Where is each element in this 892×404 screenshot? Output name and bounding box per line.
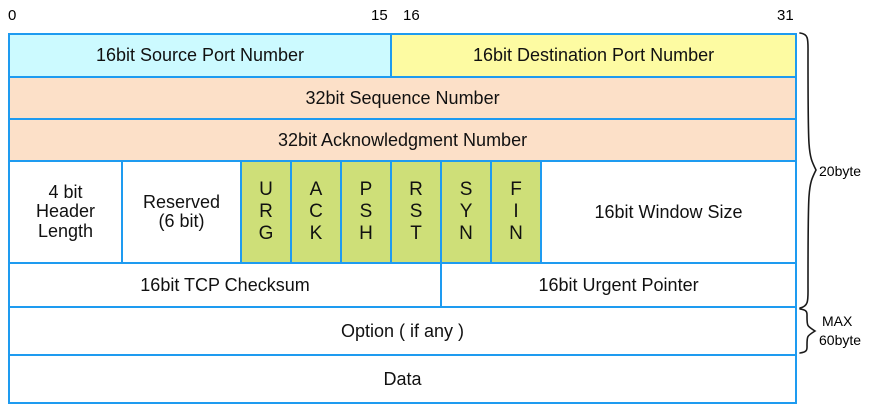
flag-fin-letter-3: N [509,222,523,244]
field-header-length: 4 bit Header Length [8,160,123,264]
row-checksum: 16bit TCP Checksum 16bit Urgent Pointer [7,262,798,308]
flag-fin: F I N [490,160,543,264]
brace-20byte-icon [799,32,817,309]
flag-rst-letter-3: T [410,222,422,244]
flag-psh: P S H [339,160,393,264]
field-source-port: 16bit Source Port Number [7,33,393,78]
flag-urg-letter-2: R [259,201,273,223]
row-option: Option ( if any ) [7,306,798,356]
flag-urg-letter-3: G [258,222,274,244]
annotation-20byte: 20byte [819,163,862,179]
bit-label-31: 31 [777,7,794,24]
flag-ack: A C K [290,160,342,264]
flag-ack-letter-1: A [309,179,323,201]
field-option: Option ( if any ) [7,306,798,356]
row-ports: 16bit Source Port Number 16bit Destinati… [7,33,798,78]
bit-label-0: 0 [8,7,17,24]
field-reserved: Reserved (6 bit) [121,160,242,264]
flag-rst: R S T [390,160,443,264]
flag-syn-letter-2: Y [459,201,473,223]
annotation-max-line-2: 60byte [819,332,862,348]
field-acknowledgment-number: 32bit Acknowledgment Number [7,118,798,162]
reserved-line-1: Reserved [142,191,221,212]
flag-syn: S Y N [440,160,493,264]
bit-label-15: 15 [371,7,388,24]
flag-syn-letter-3: N [459,222,473,244]
field-window-size: 16bit Window Size [540,160,798,264]
field-data: Data [7,354,798,404]
header-length-line-1: 4 bit [48,181,83,202]
field-destination-port: 16bit Destination Port Number [390,33,798,78]
flag-ack-letter-2: C [309,201,323,223]
reserved-line-2: (6 bit) [158,211,205,231]
header-length-line-2: Header [35,201,96,222]
tcp-header-table: 16bit Source Port Number 16bit Destinati… [7,33,798,404]
row-data: Data [7,354,798,404]
row-sequence-number: 32bit Sequence Number [7,76,798,120]
flag-rst-letter-2: S [409,201,423,223]
flag-ack-letter-3: K [309,222,323,244]
field-tcp-checksum: 16bit TCP Checksum [7,262,443,308]
field-urgent-pointer: 16bit Urgent Pointer [440,262,798,308]
header-length-line-3: Length [37,220,94,241]
flag-fin-letter-2: I [513,201,519,223]
row-acknowledgment-number: 32bit Acknowledgment Number [7,118,798,162]
field-sequence-number: 32bit Sequence Number [7,76,798,120]
annotation-max-line-1: MAX [822,313,853,329]
flag-rst-letter-1: R [409,179,423,201]
flag-psh-letter-3: H [359,222,373,244]
flag-syn-letter-1: S [459,179,473,201]
bit-label-16: 16 [403,7,420,24]
flag-fin-letter-1: F [510,179,522,201]
flag-urg-letter-1: U [259,179,273,201]
flag-psh-letter-2: S [359,201,373,223]
row-flags: 4 bit Header Length Reserved (6 bit) U R… [8,160,798,264]
brace-max60byte-icon [799,308,817,354]
flag-psh-letter-1: P [359,179,373,201]
flag-urg: U R G [240,160,292,264]
